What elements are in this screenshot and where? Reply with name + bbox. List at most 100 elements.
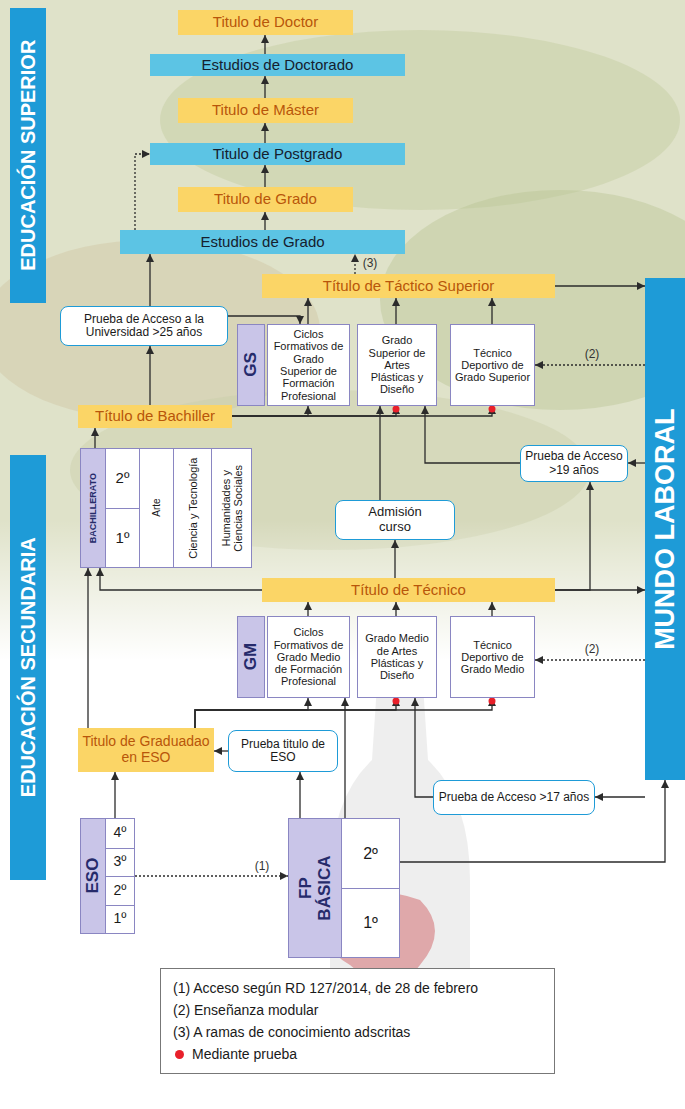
vertical-label: MUNDO LABORAL — [650, 284, 680, 774]
grid-cell: Humanidades y Ciencias Sociales — [211, 449, 251, 567]
connector — [307, 298, 308, 324]
degree-title: Titulo de Grado — [178, 187, 353, 212]
degree-title: Titulo de Graduadao en ESO — [78, 728, 214, 772]
level-tag: GS — [237, 324, 265, 406]
test-dot — [393, 406, 400, 413]
legend-item: (2) Enseñanza modular — [173, 999, 542, 1021]
grid-cell: EDUCACIÓN SECUNDARIA — [10, 455, 46, 880]
grid-cell: Arte — [139, 449, 173, 567]
legend-text: Mediante prueba — [192, 1043, 297, 1065]
legend-item: Mediante prueba — [173, 1043, 542, 1065]
study-bar: Estudios de Grado — [120, 230, 405, 254]
connector — [299, 772, 300, 818]
grid-cell: GS — [238, 325, 264, 405]
study-bar: Estudios de Doctorado — [150, 54, 405, 76]
callout-number: (3) — [363, 256, 378, 270]
connector — [232, 406, 308, 416]
dotted-connector — [135, 154, 150, 230]
connector — [264, 76, 265, 98]
box-label: Estudios de Grado — [200, 234, 324, 251]
course-year: 3º — [114, 854, 127, 870]
dotted-connector — [135, 875, 288, 876]
section-band: EDUCACIÓN SUPERIOR — [10, 8, 46, 303]
connector — [344, 698, 345, 818]
vertical-label: GS — [241, 330, 260, 400]
box-label: Prueba de Acceso >19 años — [524, 450, 624, 477]
connector — [425, 406, 520, 463]
box-label: Titulo de Postgrado — [213, 146, 343, 163]
connector — [87, 568, 88, 728]
callout-number: (1) — [255, 859, 270, 873]
dotted-connector — [354, 254, 355, 274]
grid-cell: 2º — [105, 449, 139, 508]
connector — [395, 602, 396, 616]
grid-cell: 2º — [341, 819, 399, 888]
vertical-label: ESO — [83, 826, 102, 926]
connector — [195, 698, 308, 728]
connector — [264, 123, 265, 143]
box-label: Título de Técnico — [351, 582, 466, 599]
box-label: Técnico Deportivo de Grado Medio — [454, 639, 531, 676]
program-box: Grado Medio de Artes Plásticas y Diseño — [357, 616, 437, 698]
connector — [395, 298, 396, 324]
box-label: Titulo de Doctor — [213, 14, 318, 31]
program-box: Ciclos Formativos de Grado Medio de Form… — [267, 616, 350, 698]
box-label: Técnico Deportivo de Grado Superior — [454, 347, 531, 384]
access-test: Prueba titulo de ESO — [228, 730, 338, 772]
program-box: Grado Superior de Artes Plásticas y Dise… — [357, 324, 437, 406]
legend-text: (3) A ramas de conocimiento adscritas — [173, 1021, 410, 1043]
vertical-label: Ciencia y Tecnología — [186, 453, 198, 563]
degree-title: Título de Táctico Superior — [262, 274, 555, 298]
grid-cell: EDUCACIÓN SUPERIOR — [10, 8, 46, 303]
grid-cell: GM — [238, 617, 264, 697]
study-bar: Titulo de Postgrado — [150, 143, 405, 165]
connector — [379, 406, 380, 500]
grid-cell: 1º — [341, 888, 399, 957]
course-year: 2º — [116, 470, 130, 487]
box-label: Prueba de Acceso a la Universidad >25 añ… — [64, 313, 224, 340]
box-label: Titulo de Grado — [214, 191, 317, 208]
test-dot — [489, 406, 496, 413]
vine-foliage — [160, 30, 680, 210]
degree-title: Título de Bachiller — [78, 405, 232, 428]
connector — [400, 780, 665, 862]
grid-cell: 1º — [105, 508, 139, 567]
grid-cell: 4º — [105, 819, 134, 848]
grid-cell: 2º — [105, 876, 134, 905]
access-test: Prueba de Acceso a la Universidad >25 añ… — [60, 306, 228, 346]
connector — [555, 482, 590, 590]
box-label: Título de Táctico Superior — [323, 278, 494, 295]
connector — [555, 285, 645, 286]
grid-cell: 3º — [105, 848, 134, 877]
connector — [555, 589, 645, 590]
program-box: Técnico Deportivo de Grado Medio — [450, 616, 535, 698]
course-year: 1º — [363, 914, 378, 932]
connector — [307, 602, 308, 616]
test-dot — [393, 698, 400, 705]
connector — [491, 602, 492, 616]
section-band: EDUCACIÓN SECUNDARIA — [10, 455, 46, 880]
box-label: Ciclos Formativos de Grado Superior de F… — [271, 328, 346, 402]
connector — [100, 568, 262, 590]
connector — [214, 750, 228, 751]
box-label: Titulo de Graduadao en ESO — [81, 734, 211, 765]
access-test: Admisión curso — [335, 500, 455, 540]
course-grid: FP BÁSICA 2º 1º — [288, 818, 400, 958]
connector — [195, 698, 492, 728]
vertical-label: EDUCACIÓN SUPERIOR — [17, 13, 39, 298]
test-dot — [489, 698, 496, 705]
box-label: Admisión curso — [355, 505, 435, 534]
connector — [195, 698, 396, 728]
box-label: Estudios de Doctorado — [202, 57, 354, 74]
connector — [264, 165, 265, 187]
degree-title: Titulo de Doctor — [178, 10, 353, 35]
section-band: MUNDO LABORAL — [645, 278, 685, 780]
connector — [232, 406, 396, 416]
vertical-label: Arte — [151, 453, 162, 563]
connector — [394, 540, 395, 578]
connector — [415, 698, 433, 797]
course-grid: BACHILLERATO2º1ºArteCiencia y Tecnología… — [80, 448, 252, 568]
course-year: 2º — [363, 845, 378, 863]
vertical-label: FP BÁSICA — [296, 852, 334, 924]
